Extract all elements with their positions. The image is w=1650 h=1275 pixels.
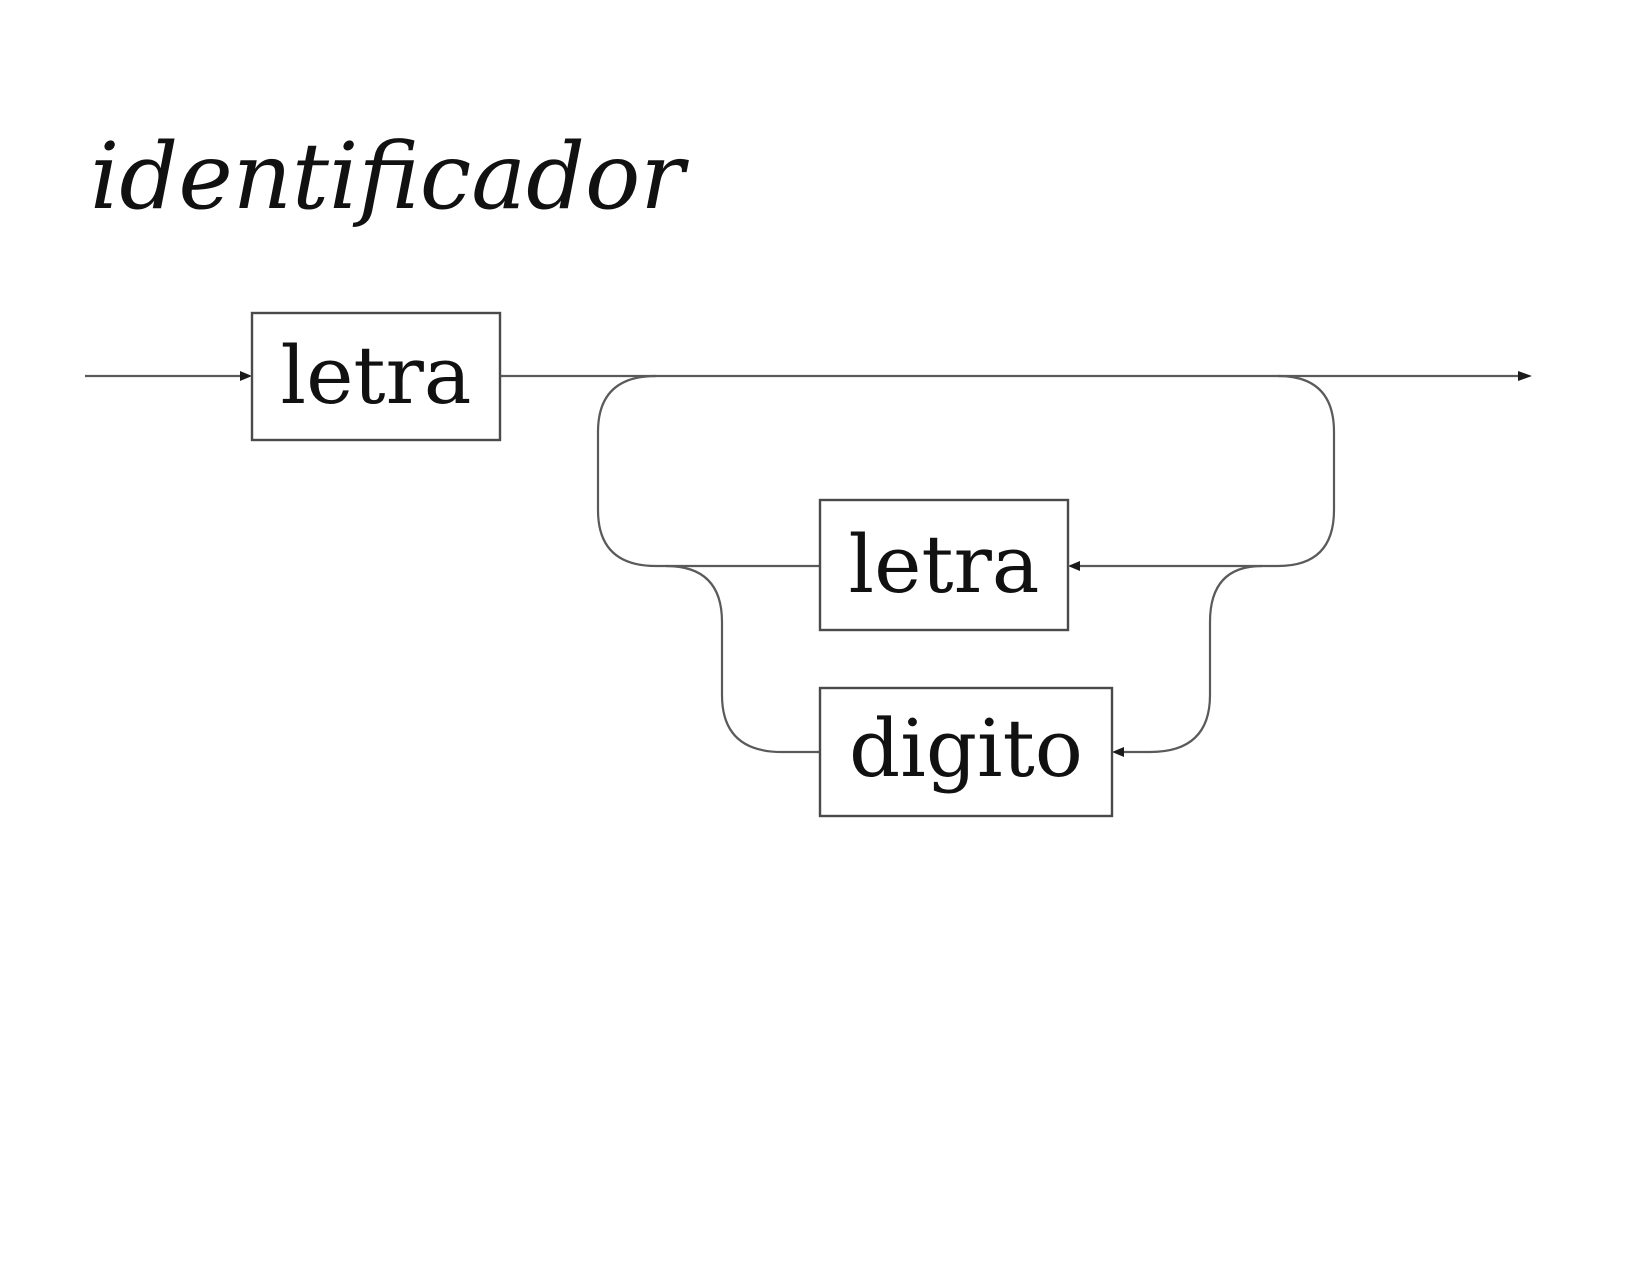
loop-forward-path-digito: [665, 564, 820, 754]
letra-loop-arrowhead: [1068, 561, 1080, 571]
entry-arrowhead: [240, 371, 252, 381]
node-loop-digito: digito: [818, 686, 1114, 818]
loop-forward-path-letra: [596, 374, 820, 568]
loop-return-path-digito: [1116, 564, 1263, 754]
exit-arrowhead: [1518, 371, 1532, 381]
digito-loop-arrowhead: [1112, 747, 1124, 757]
diagram-title: identificador: [90, 123, 689, 230]
node-label: letra: [848, 518, 1039, 611]
node-loop-letra: letra: [818, 498, 1070, 632]
loop-return-path-letra: [1072, 374, 1336, 568]
node-label: letra: [280, 329, 471, 422]
node-box: [250, 311, 502, 442]
node-first-letra: letra: [250, 311, 502, 442]
node-box: [818, 686, 1114, 818]
node-box: [818, 498, 1070, 632]
node-label: digito: [849, 702, 1083, 795]
